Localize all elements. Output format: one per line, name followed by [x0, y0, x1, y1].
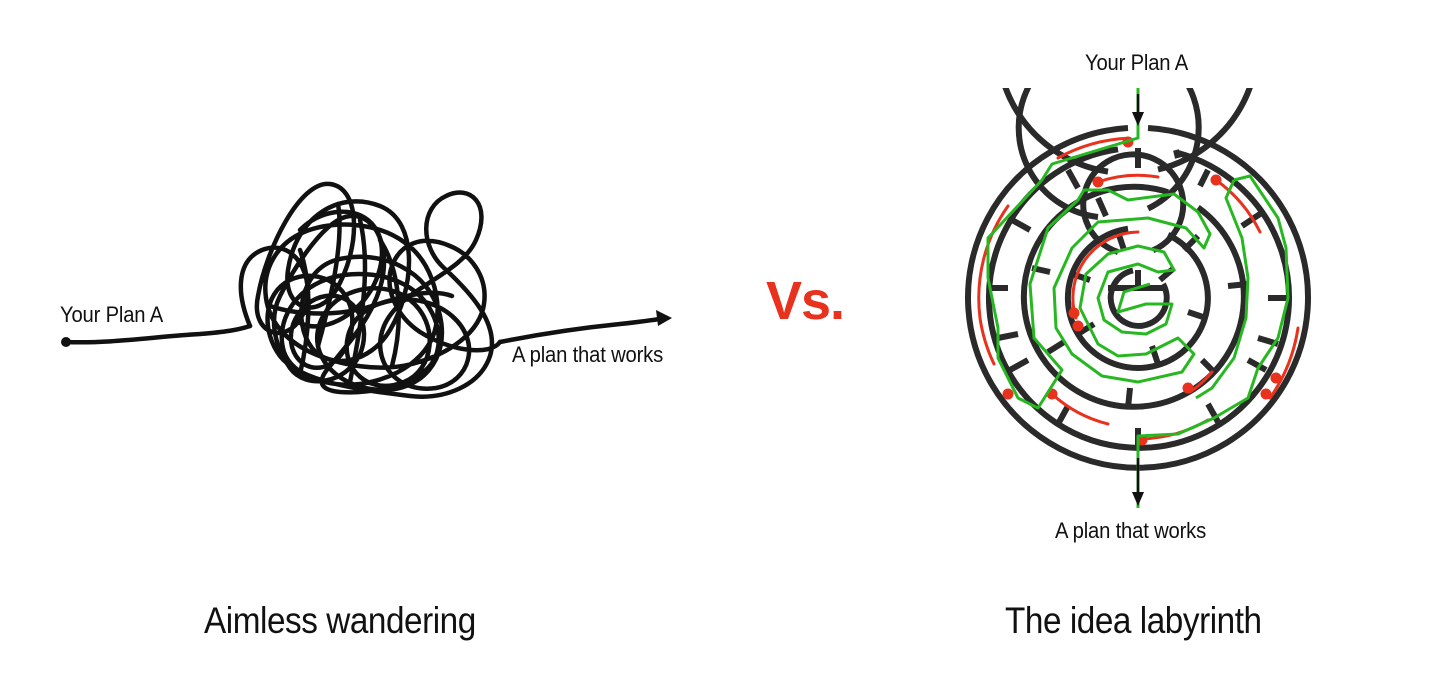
tangled-path-diagram [61, 181, 672, 399]
maze-ring-6 [1064, 225, 1211, 371]
exit-arrowhead [656, 310, 672, 326]
left-start-label: Your Plan A [60, 302, 164, 327]
dead-end-path [1268, 326, 1300, 400]
dead-end-dot [1260, 388, 1272, 400]
solution-path [986, 88, 1212, 410]
labyrinth-diagram [965, 88, 1311, 508]
left-caption: Aimless wandering [204, 600, 476, 641]
maze-ring-5 [1015, 88, 1202, 220]
scribble-tangle [238, 181, 503, 399]
exit-line [497, 316, 663, 345]
right-start-label: Your Plan A [1085, 50, 1189, 75]
dead-end-path [977, 204, 1010, 320]
maze-ring-outer [965, 125, 1311, 471]
solution-path [1136, 174, 1290, 508]
dead-end-path [978, 316, 996, 366]
dead-end-path [1056, 136, 1130, 160]
start-dot [61, 337, 71, 347]
maze-radial-walls [988, 148, 1288, 448]
dead-end-dot [1210, 174, 1222, 186]
maze-ring-7 [1080, 151, 1187, 255]
dead-end-path [1096, 173, 1160, 184]
entry-arrowhead [1132, 112, 1144, 126]
left-end-label: A plan that works [512, 342, 664, 367]
vs-label: Vs. [766, 271, 845, 331]
scribble-overlay [267, 201, 455, 385]
right-end-label: A plan that works [1055, 518, 1207, 543]
dead-end-dot [1002, 388, 1014, 400]
dead-end-dot [1270, 372, 1282, 384]
dead-end-path [1071, 230, 1140, 320]
dead-end-dot [1182, 382, 1194, 394]
dead-end-dot [1068, 307, 1080, 319]
maze-ring-3 [1002, 88, 1253, 175]
solution-path [1195, 179, 1250, 400]
dead-end-dot [1092, 176, 1104, 188]
right-caption: The idea labyrinth [1005, 600, 1262, 641]
maze-ring-2 [985, 146, 1292, 451]
dead-end-dot [1072, 320, 1084, 332]
entry-line [63, 323, 253, 345]
exit-arrowhead [1132, 492, 1144, 506]
